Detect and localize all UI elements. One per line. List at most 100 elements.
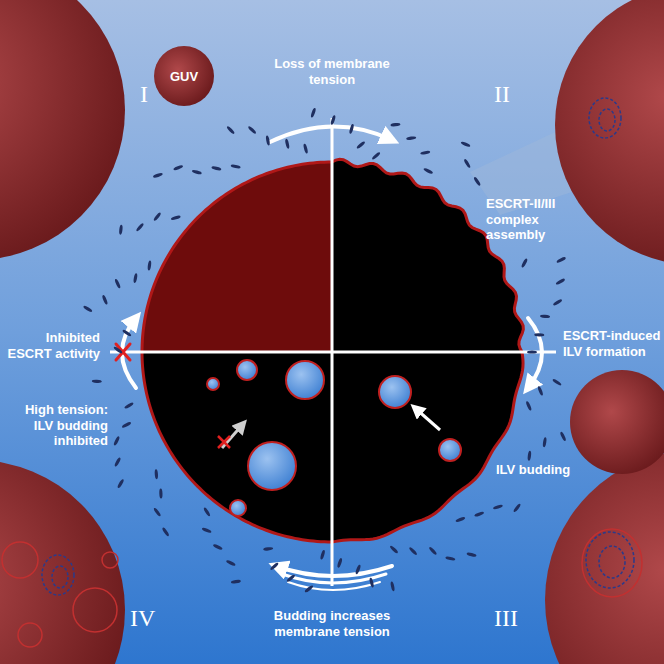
escrt-subunit: [310, 107, 316, 117]
escrt-subunit: [153, 172, 163, 178]
ilv-vesicle: [248, 442, 296, 490]
escrt-subunit: [559, 431, 566, 441]
guv-quadrant: [332, 352, 523, 542]
escrt-subunit: [356, 141, 366, 150]
escrt-subunit: [135, 222, 144, 232]
escrt-subunit: [170, 215, 180, 221]
escrt-subunit: [121, 421, 131, 429]
stage-number: III: [494, 604, 544, 633]
escrt-subunit: [203, 507, 211, 517]
escrt-subunit: [92, 379, 102, 383]
escrt-spiral: [42, 98, 634, 595]
escrt-subunit: [113, 346, 123, 354]
escrt-subunit: [265, 135, 270, 145]
escrt-subunit: [525, 401, 532, 411]
escrt-subunit: [540, 314, 550, 318]
escrt-subunit: [473, 176, 481, 186]
escrt-subunit: [349, 124, 355, 134]
stage-number: IV: [130, 604, 170, 633]
sphere-ilv: [2, 529, 642, 647]
escrt-subunit: [114, 278, 121, 288]
escrt-subunit: [270, 562, 280, 571]
guv-circle: GUV: [152, 44, 216, 108]
escrt-subunit: [513, 503, 522, 513]
escrt-subunit: [119, 225, 123, 235]
escrt-subunit: [133, 273, 138, 283]
escrt-subunit: [154, 469, 158, 479]
inhibition-cross: [218, 436, 230, 448]
stage-number: II: [494, 80, 534, 109]
escrt-subunit: [537, 386, 544, 396]
escrt-subunit: [286, 574, 296, 583]
escrt-subunit: [408, 546, 417, 555]
ilv-vesicle: [439, 439, 461, 461]
escrt-subunit: [556, 256, 566, 263]
escrt-subunit: [304, 585, 314, 594]
escrt-subunit: [406, 136, 416, 141]
escrt-subunit: [423, 167, 433, 174]
ilv-vesicle: [286, 361, 324, 399]
step-label: ILV budding: [496, 462, 586, 478]
escrt-subunit: [337, 558, 343, 568]
ilv-vesicle: [379, 376, 411, 408]
escrt-subunit: [420, 150, 430, 155]
escrt-subunit: [553, 298, 563, 306]
escrt-subunit: [371, 151, 381, 160]
membrane: [142, 162, 332, 352]
escrt-subunit: [213, 544, 223, 551]
step-label: ESCRT-II/III complex assembly: [486, 196, 596, 243]
escrt-subunit: [226, 125, 235, 134]
escrt-subunit: [369, 577, 375, 587]
escrt-subunit: [455, 516, 465, 523]
escrt-subunit: [117, 479, 125, 489]
quadrant-divider: [331, 118, 334, 586]
escrt-subunit: [552, 378, 562, 386]
escrt-subunit: [463, 158, 471, 168]
escrt-subunit: [542, 437, 547, 447]
step-label: Budding increases membrane tension: [242, 608, 422, 639]
escrt-subunit: [230, 164, 240, 169]
escrt-subunit: [474, 511, 484, 517]
escrt-subunit: [153, 212, 162, 222]
escrt-subunit: [83, 107, 567, 593]
ilv-vesicle: [237, 360, 257, 380]
node-label: GUV: [170, 69, 198, 84]
escrt-subunit: [192, 169, 202, 175]
escrt-subunit: [390, 581, 395, 591]
step-label: Inhibited ESCRT activity: [4, 330, 100, 361]
guv-quadrant: [142, 352, 332, 542]
ilv-vesicle: [207, 378, 219, 390]
guv-sphere: [0, 460, 125, 664]
escrt-subunit: [113, 436, 120, 446]
escrt-subunit: [263, 547, 273, 551]
escrt-subunit: [527, 451, 531, 461]
step-label: ESCRT-induced ILV formation: [563, 328, 661, 359]
escrt-subunit: [555, 278, 565, 286]
escrt-subunit: [161, 527, 169, 537]
budding-arrow: [415, 408, 440, 430]
guv-sphere: [545, 450, 664, 664]
escrt-subunit: [389, 545, 398, 554]
escrt-subunit: [460, 141, 470, 148]
escrt-subunit: [226, 559, 236, 566]
escrt-subunit: [124, 402, 134, 410]
escrt-subunit: [201, 527, 211, 534]
escrt-subunit: [147, 260, 152, 270]
membrane: [142, 352, 332, 542]
guv-quadrant: [332, 159, 523, 352]
membrane: [332, 352, 523, 542]
membrane: [332, 159, 523, 352]
escrt-subunit: [114, 457, 122, 467]
guv-sphere: [570, 370, 664, 474]
inhibition-cross: [116, 344, 130, 360]
escrt-subunit: [493, 504, 503, 510]
escrt-subunit: [122, 329, 132, 337]
escrt-subunit: [101, 295, 108, 305]
escrt-subunit: [285, 139, 290, 149]
step-label: Loss of membrane tension: [262, 56, 402, 87]
guv-sphere: [555, 0, 664, 265]
escrt-subunit: [83, 305, 93, 313]
escrt-subunit: [330, 115, 336, 125]
escrt-subunit: [153, 507, 162, 517]
escrt-subunit: [320, 550, 326, 560]
